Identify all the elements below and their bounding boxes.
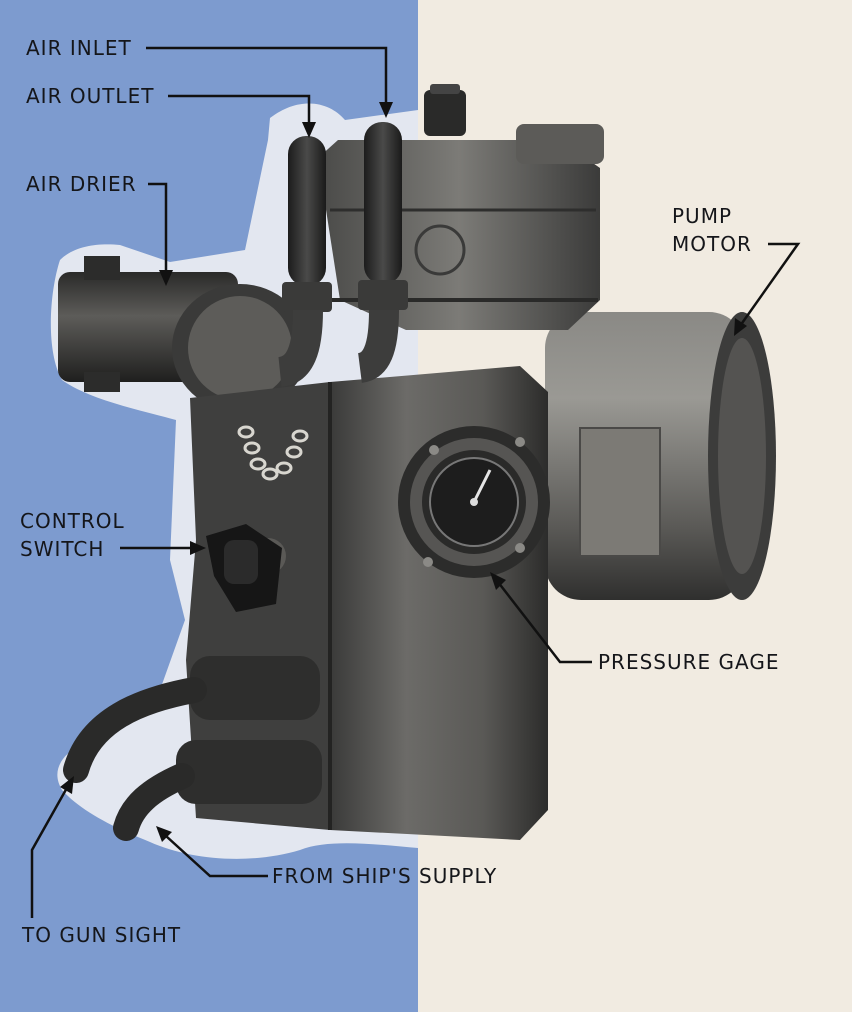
label-pump-motor-line1: PUMP xyxy=(672,204,733,228)
label-pressure-gage: PRESSURE GAGE xyxy=(598,650,780,674)
label-air-drier: AIR DRIER xyxy=(26,172,137,196)
label-to-gun-sight: TO GUN SIGHT xyxy=(22,923,182,947)
label-pump-motor-line2: MOTOR xyxy=(672,232,752,256)
air-drier xyxy=(58,256,308,412)
label-from-ships-supply: FROM SHIP'S SUPPLY xyxy=(272,864,498,888)
leader-arrowheads xyxy=(60,102,747,842)
label-air-outlet: AIR OUTLET xyxy=(26,84,155,108)
pressure-gage xyxy=(398,426,550,578)
air-tubes xyxy=(277,122,408,387)
chain xyxy=(237,425,309,481)
label-control-switch-line2: SWITCH xyxy=(20,537,105,561)
label-control-switch-line1: CONTROL xyxy=(20,509,125,533)
pump-motor xyxy=(545,312,776,600)
label-air-inlet: AIR INLET xyxy=(26,36,132,60)
cable-connectors xyxy=(63,656,322,841)
leader-lines xyxy=(30,46,801,918)
control-switch xyxy=(206,524,286,612)
